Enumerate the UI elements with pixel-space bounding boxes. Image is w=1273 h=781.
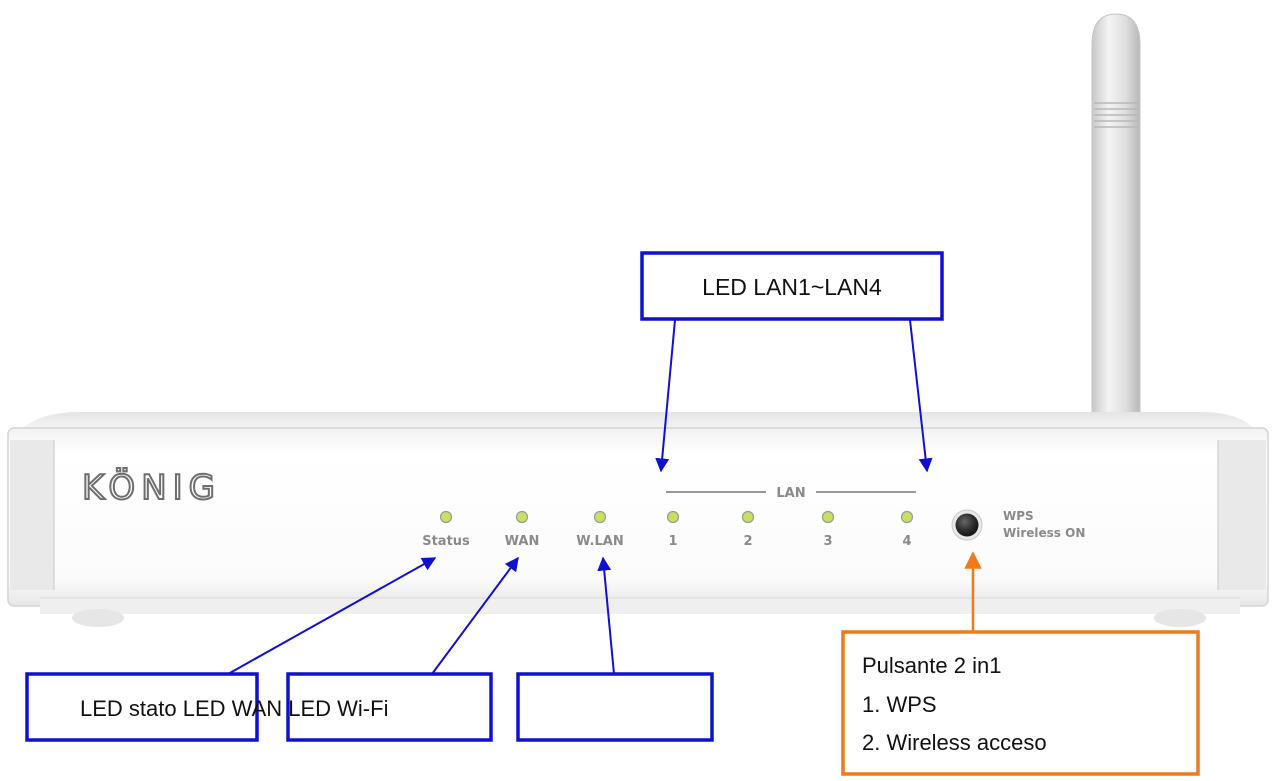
callout-button: Pulsante 2 in1 1. WPS 2. Wireless acceso xyxy=(841,551,1200,776)
led-label-lan-3: 3 xyxy=(823,534,832,549)
led-lan-2 xyxy=(741,510,755,524)
router-body xyxy=(7,412,1269,627)
wireless-on-label: Wireless ON xyxy=(1003,526,1085,540)
lan-group: LAN xyxy=(666,486,916,501)
callout-box-wlan xyxy=(516,672,714,742)
callout-box-status xyxy=(25,672,259,742)
arrow-lan-1 xyxy=(655,319,676,473)
led-label-wan: WAN xyxy=(505,534,540,549)
led-label-wlan: W.LAN xyxy=(576,534,623,549)
led-lan-3 xyxy=(821,510,835,524)
arrow-wan xyxy=(431,556,519,675)
callout-box-wan xyxy=(286,672,493,742)
callout-button-item-2: 2. Wireless acceso xyxy=(862,730,1047,755)
callout-bottom-text: LED stato LED WAN LED Wi-Fi xyxy=(80,696,388,721)
callout-lan-leds: LED LAN1~LAN4 xyxy=(640,251,944,473)
led-row: Status WAN W.LAN 1 2 3 4 xyxy=(422,510,914,549)
led-lan-1 xyxy=(666,510,680,524)
led-label-lan-1: 1 xyxy=(668,534,677,549)
wps-button[interactable] xyxy=(951,509,983,541)
callout-button-item-1: 1. WPS xyxy=(862,692,937,717)
led-status xyxy=(439,510,453,524)
led-lan-4 xyxy=(900,510,914,524)
callout-lan-leds-text: LED LAN1~LAN4 xyxy=(702,274,882,300)
led-label-status: Status xyxy=(422,534,470,549)
led-wan xyxy=(515,510,529,524)
wps-label: WPS xyxy=(1003,509,1034,523)
arrow-status xyxy=(227,557,437,675)
lan-group-label: LAN xyxy=(776,486,805,501)
led-label-lan-2: 2 xyxy=(743,534,752,549)
callout-button-title: Pulsante 2 in1 xyxy=(862,653,1001,678)
antenna xyxy=(1091,13,1141,419)
led-wlan xyxy=(593,510,607,524)
brand-logo: KÖNIG xyxy=(82,467,221,508)
arrow-lan-4 xyxy=(909,319,933,473)
callout-bottom-row: LED stato LED WAN LED Wi-Fi xyxy=(25,556,714,742)
led-label-lan-4: 4 xyxy=(902,534,911,549)
arrow-wlan xyxy=(597,556,615,675)
